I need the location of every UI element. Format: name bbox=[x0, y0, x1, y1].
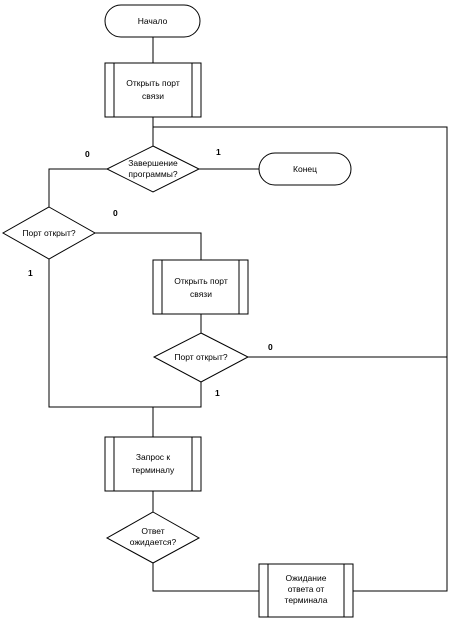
request-line-2: терминалу bbox=[132, 465, 175, 475]
port-open-2-label: Порт открыт? bbox=[174, 352, 228, 362]
branch-label-exit-yes: 1 bbox=[216, 147, 221, 157]
port-open-decision-2: Порт открыт? bbox=[152, 332, 250, 383]
branch-label-port1-no: 0 bbox=[113, 208, 118, 218]
connectors bbox=[48, 37, 448, 592]
branch-label-port2-no: 0 bbox=[268, 342, 273, 352]
exit-decision: Завершение программы? bbox=[105, 145, 201, 193]
connector-exit-no-to-port1 bbox=[48, 168, 107, 207]
waiting-line-3: терминала bbox=[285, 595, 328, 605]
connector-response-to-waiting bbox=[152, 563, 259, 592]
open-port-1-line-2: связи bbox=[142, 91, 164, 101]
end-terminator: Конец bbox=[258, 152, 352, 186]
start-label: Начало bbox=[138, 16, 168, 26]
end-label: Конец bbox=[293, 164, 317, 174]
request-process: Запрос к терминалу bbox=[104, 436, 202, 492]
branch-label-port1-yes: 1 bbox=[28, 268, 33, 278]
branch-label-exit-no: 0 bbox=[85, 149, 90, 159]
branch-labels: 0 1 0 1 0 1 bbox=[28, 147, 273, 398]
open-port-process-1: Открыть порт связи bbox=[104, 62, 202, 118]
waiting-line-2: ответа от bbox=[288, 584, 325, 594]
port-open-decision-1: Порт открыт? bbox=[1, 206, 97, 260]
open-port-process-2: Открыть порт связи bbox=[152, 259, 249, 315]
response-expected-line-1: Ответ bbox=[141, 526, 164, 536]
open-port-2-line-1: Открыть порт bbox=[174, 276, 228, 286]
request-line-1: Запрос к bbox=[136, 452, 171, 462]
waiting-line-1: Ожидание bbox=[286, 573, 327, 583]
open-port-1-line-1: Открыть порт bbox=[126, 78, 180, 88]
branch-label-port2-yes: 1 bbox=[215, 388, 220, 398]
response-expected-line-2: ожидается? bbox=[130, 537, 177, 547]
open-port-2-line-2: связи bbox=[190, 289, 212, 299]
exit-decision-line-2: программы? bbox=[128, 169, 177, 179]
connector-port1-yes-down bbox=[48, 259, 202, 408]
response-expected-decision: Ответ ожидается? bbox=[105, 511, 201, 564]
exit-decision-line-1: Завершение bbox=[128, 158, 178, 168]
connector-port1-no-to-open2 bbox=[95, 232, 202, 260]
connector-waiting-loop-back bbox=[153, 126, 448, 592]
waiting-process: Ожидание ответа от терминала bbox=[258, 563, 354, 618]
start-terminator: Начало bbox=[104, 4, 201, 38]
port-open-1-label: Порт открыт? bbox=[22, 228, 76, 238]
